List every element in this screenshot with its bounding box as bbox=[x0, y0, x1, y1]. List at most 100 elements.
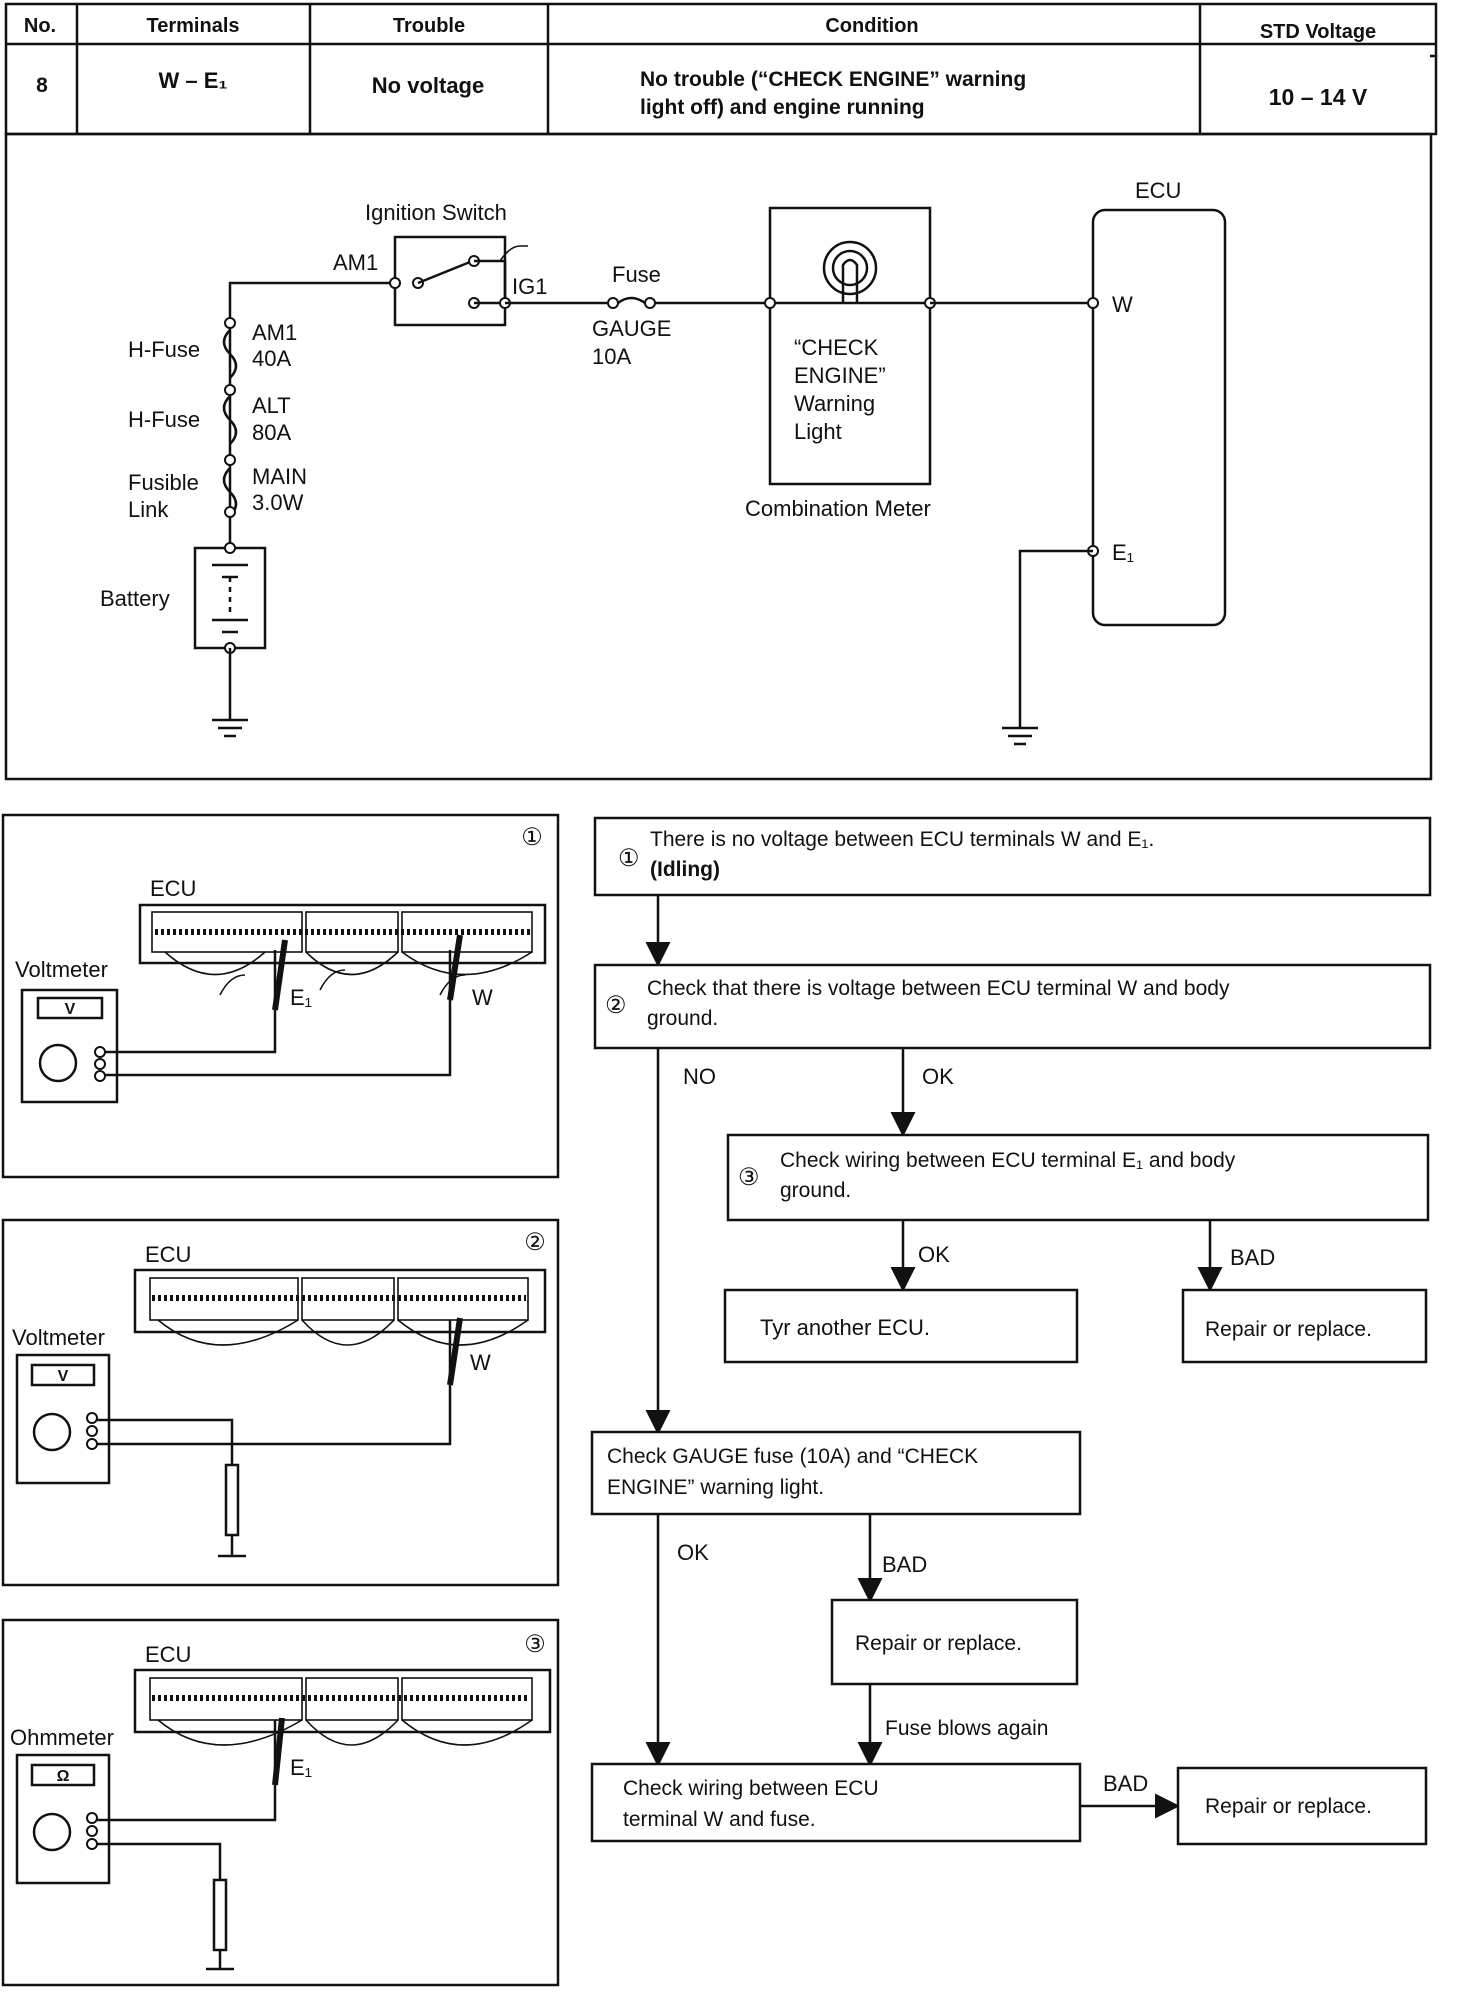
fusible-label2: Link bbox=[128, 497, 169, 522]
panel3-number: ③ bbox=[524, 1631, 546, 1658]
battery-label: Battery bbox=[100, 586, 170, 611]
panel3-meter-symbol: Ω bbox=[57, 1768, 70, 1785]
panel3-ohmmeter: Ω bbox=[15, 1753, 111, 1885]
try-ecu-text: Tyr another ECU. bbox=[760, 1315, 930, 1340]
gauge-line1: Check GAUGE fuse (10A) and “CHECK bbox=[607, 1445, 978, 1468]
warning-line4: Light bbox=[794, 419, 842, 444]
hfuse2-label: H-Fuse bbox=[128, 407, 200, 432]
ok-label-3: OK bbox=[677, 1540, 709, 1565]
panel1-voltmeter: V bbox=[20, 988, 119, 1104]
row-trouble: No voltage bbox=[372, 73, 484, 98]
ground-symbol-right bbox=[1002, 726, 1038, 746]
spec-table: No. Terminals Trouble Condition STD Volt… bbox=[4, 2, 1438, 136]
terminal-e1-label: E₁ bbox=[1112, 540, 1134, 565]
step1-line2: (Idling) bbox=[650, 858, 720, 881]
panel1-ecu-connector bbox=[138, 903, 547, 996]
panel2-meter-symbol: V bbox=[58, 1368, 69, 1385]
test-panel-2: ② ECU Voltmeter V W bbox=[1, 1218, 560, 1587]
ok-label-2: OK bbox=[918, 1242, 950, 1267]
h-fuse-am1-symbol bbox=[222, 329, 238, 379]
panel2-ecu-label: ECU bbox=[145, 1242, 191, 1267]
warning-line2: ENGINE” bbox=[794, 363, 886, 388]
panel2-ecu-connector bbox=[133, 1268, 547, 1346]
panel3-ecu-label: ECU bbox=[145, 1642, 191, 1667]
try-ecu-box bbox=[723, 1288, 1079, 1364]
test-panel-3: ③ ECU Ohmmeter Ω E₁ bbox=[1, 1618, 560, 1987]
panel1-meter-label: Voltmeter bbox=[15, 957, 108, 982]
gauge-rating: 10A bbox=[592, 344, 631, 369]
am1-label: AM1 bbox=[333, 250, 378, 275]
panel2-voltmeter: V bbox=[15, 1353, 111, 1485]
fusible-name: MAIN bbox=[252, 464, 307, 489]
row-condition-line1: No trouble (“CHECK ENGINE” warning bbox=[640, 68, 1026, 91]
panel1-probe2: W bbox=[472, 985, 493, 1010]
combination-meter-box bbox=[768, 206, 932, 486]
warning-line3: Warning bbox=[794, 391, 875, 416]
repair2-text: Repair or replace. bbox=[855, 1632, 1022, 1655]
battery-symbol bbox=[193, 546, 267, 650]
header-terminals: Terminals bbox=[147, 15, 240, 37]
panel2-probe2: W bbox=[470, 1350, 491, 1375]
panel1-ecu-label: ECU bbox=[150, 876, 196, 901]
row-condition-line2: light off) and engine running bbox=[640, 96, 925, 119]
step3-number: ③ bbox=[738, 1164, 760, 1191]
panel3-probe1: E₁ bbox=[290, 1755, 312, 1780]
test-panel-1: ① ECU Voltmeter V E₁ W bbox=[1, 813, 560, 1179]
panel1-number: ① bbox=[521, 824, 543, 851]
step1-box bbox=[593, 816, 1432, 897]
row-no: 8 bbox=[36, 74, 48, 97]
gauge-check-box bbox=[590, 1430, 1082, 1516]
repair3-text: Repair or replace. bbox=[1205, 1795, 1372, 1818]
header-condition: Condition bbox=[825, 15, 918, 37]
step1-number: ① bbox=[618, 845, 640, 872]
flowchart: ① There is no voltage between ECU termin… bbox=[590, 816, 1432, 1846]
hfuse1-rating: 40A bbox=[252, 346, 291, 371]
ig1-label: IG1 bbox=[512, 274, 547, 299]
step2-line2: ground. bbox=[647, 1007, 718, 1030]
repair3-box bbox=[1176, 1766, 1428, 1846]
bad-label: BAD bbox=[1230, 1245, 1275, 1270]
step3-line2: ground. bbox=[780, 1179, 851, 1202]
ignition-switch-label: Ignition Switch bbox=[365, 200, 507, 225]
terminal-w-label: W bbox=[1112, 292, 1133, 317]
step2-box bbox=[593, 963, 1432, 1050]
header-std-voltage: STD Voltage bbox=[1260, 21, 1376, 43]
ok-label: OK bbox=[922, 1064, 954, 1089]
repair1-box bbox=[1181, 1288, 1428, 1364]
gauge-fuse-symbol bbox=[607, 296, 656, 309]
ignition-switch-symbol bbox=[393, 235, 528, 327]
header-no: No. bbox=[24, 15, 56, 37]
wiring-line1: Check wiring between ECU bbox=[623, 1777, 879, 1800]
hfuse2-name: ALT bbox=[252, 393, 291, 418]
warning-line1: “CHECK bbox=[794, 335, 879, 360]
ground-symbol-left bbox=[212, 718, 248, 738]
gauge-line2: ENGINE” warning light. bbox=[607, 1476, 824, 1499]
step1-line1: There is no voltage between ECU terminal… bbox=[650, 828, 1154, 851]
step3-line1: Check wiring between ECU terminal E₁ and… bbox=[780, 1149, 1236, 1172]
wiring-check-box bbox=[590, 1762, 1082, 1843]
ecu-box bbox=[1091, 208, 1227, 627]
gauge-label: GAUGE bbox=[592, 316, 671, 341]
ecu-label: ECU bbox=[1135, 178, 1181, 203]
panel1-probe1: E₁ bbox=[290, 985, 312, 1010]
step2-number: ② bbox=[605, 992, 627, 1019]
fusible-label1: Fusible bbox=[128, 470, 199, 495]
h-fuse-alt-symbol bbox=[222, 395, 238, 445]
no-label: NO bbox=[683, 1064, 716, 1089]
step3-box bbox=[726, 1133, 1430, 1222]
panel3-ecu-connector bbox=[133, 1668, 552, 1746]
fuse-label: Fuse bbox=[612, 262, 661, 287]
fusible-rating: 3.0W bbox=[252, 490, 304, 515]
step2-line1: Check that there is voltage between ECU … bbox=[647, 977, 1230, 1000]
panel2-number: ② bbox=[524, 1229, 546, 1256]
repair1-text: Repair or replace. bbox=[1205, 1318, 1372, 1341]
combination-meter-label: Combination Meter bbox=[745, 496, 931, 521]
row-terminals: W – E₁ bbox=[159, 68, 228, 93]
header-trouble: Trouble bbox=[393, 15, 465, 37]
panel1-meter-symbol: V bbox=[65, 1001, 76, 1018]
hfuse1-name: AM1 bbox=[252, 320, 297, 345]
row-std-voltage: 10 – 14 V bbox=[1269, 84, 1368, 110]
panel2-meter-label: Voltmeter bbox=[12, 1325, 105, 1350]
bad-label-2: BAD bbox=[882, 1552, 927, 1577]
